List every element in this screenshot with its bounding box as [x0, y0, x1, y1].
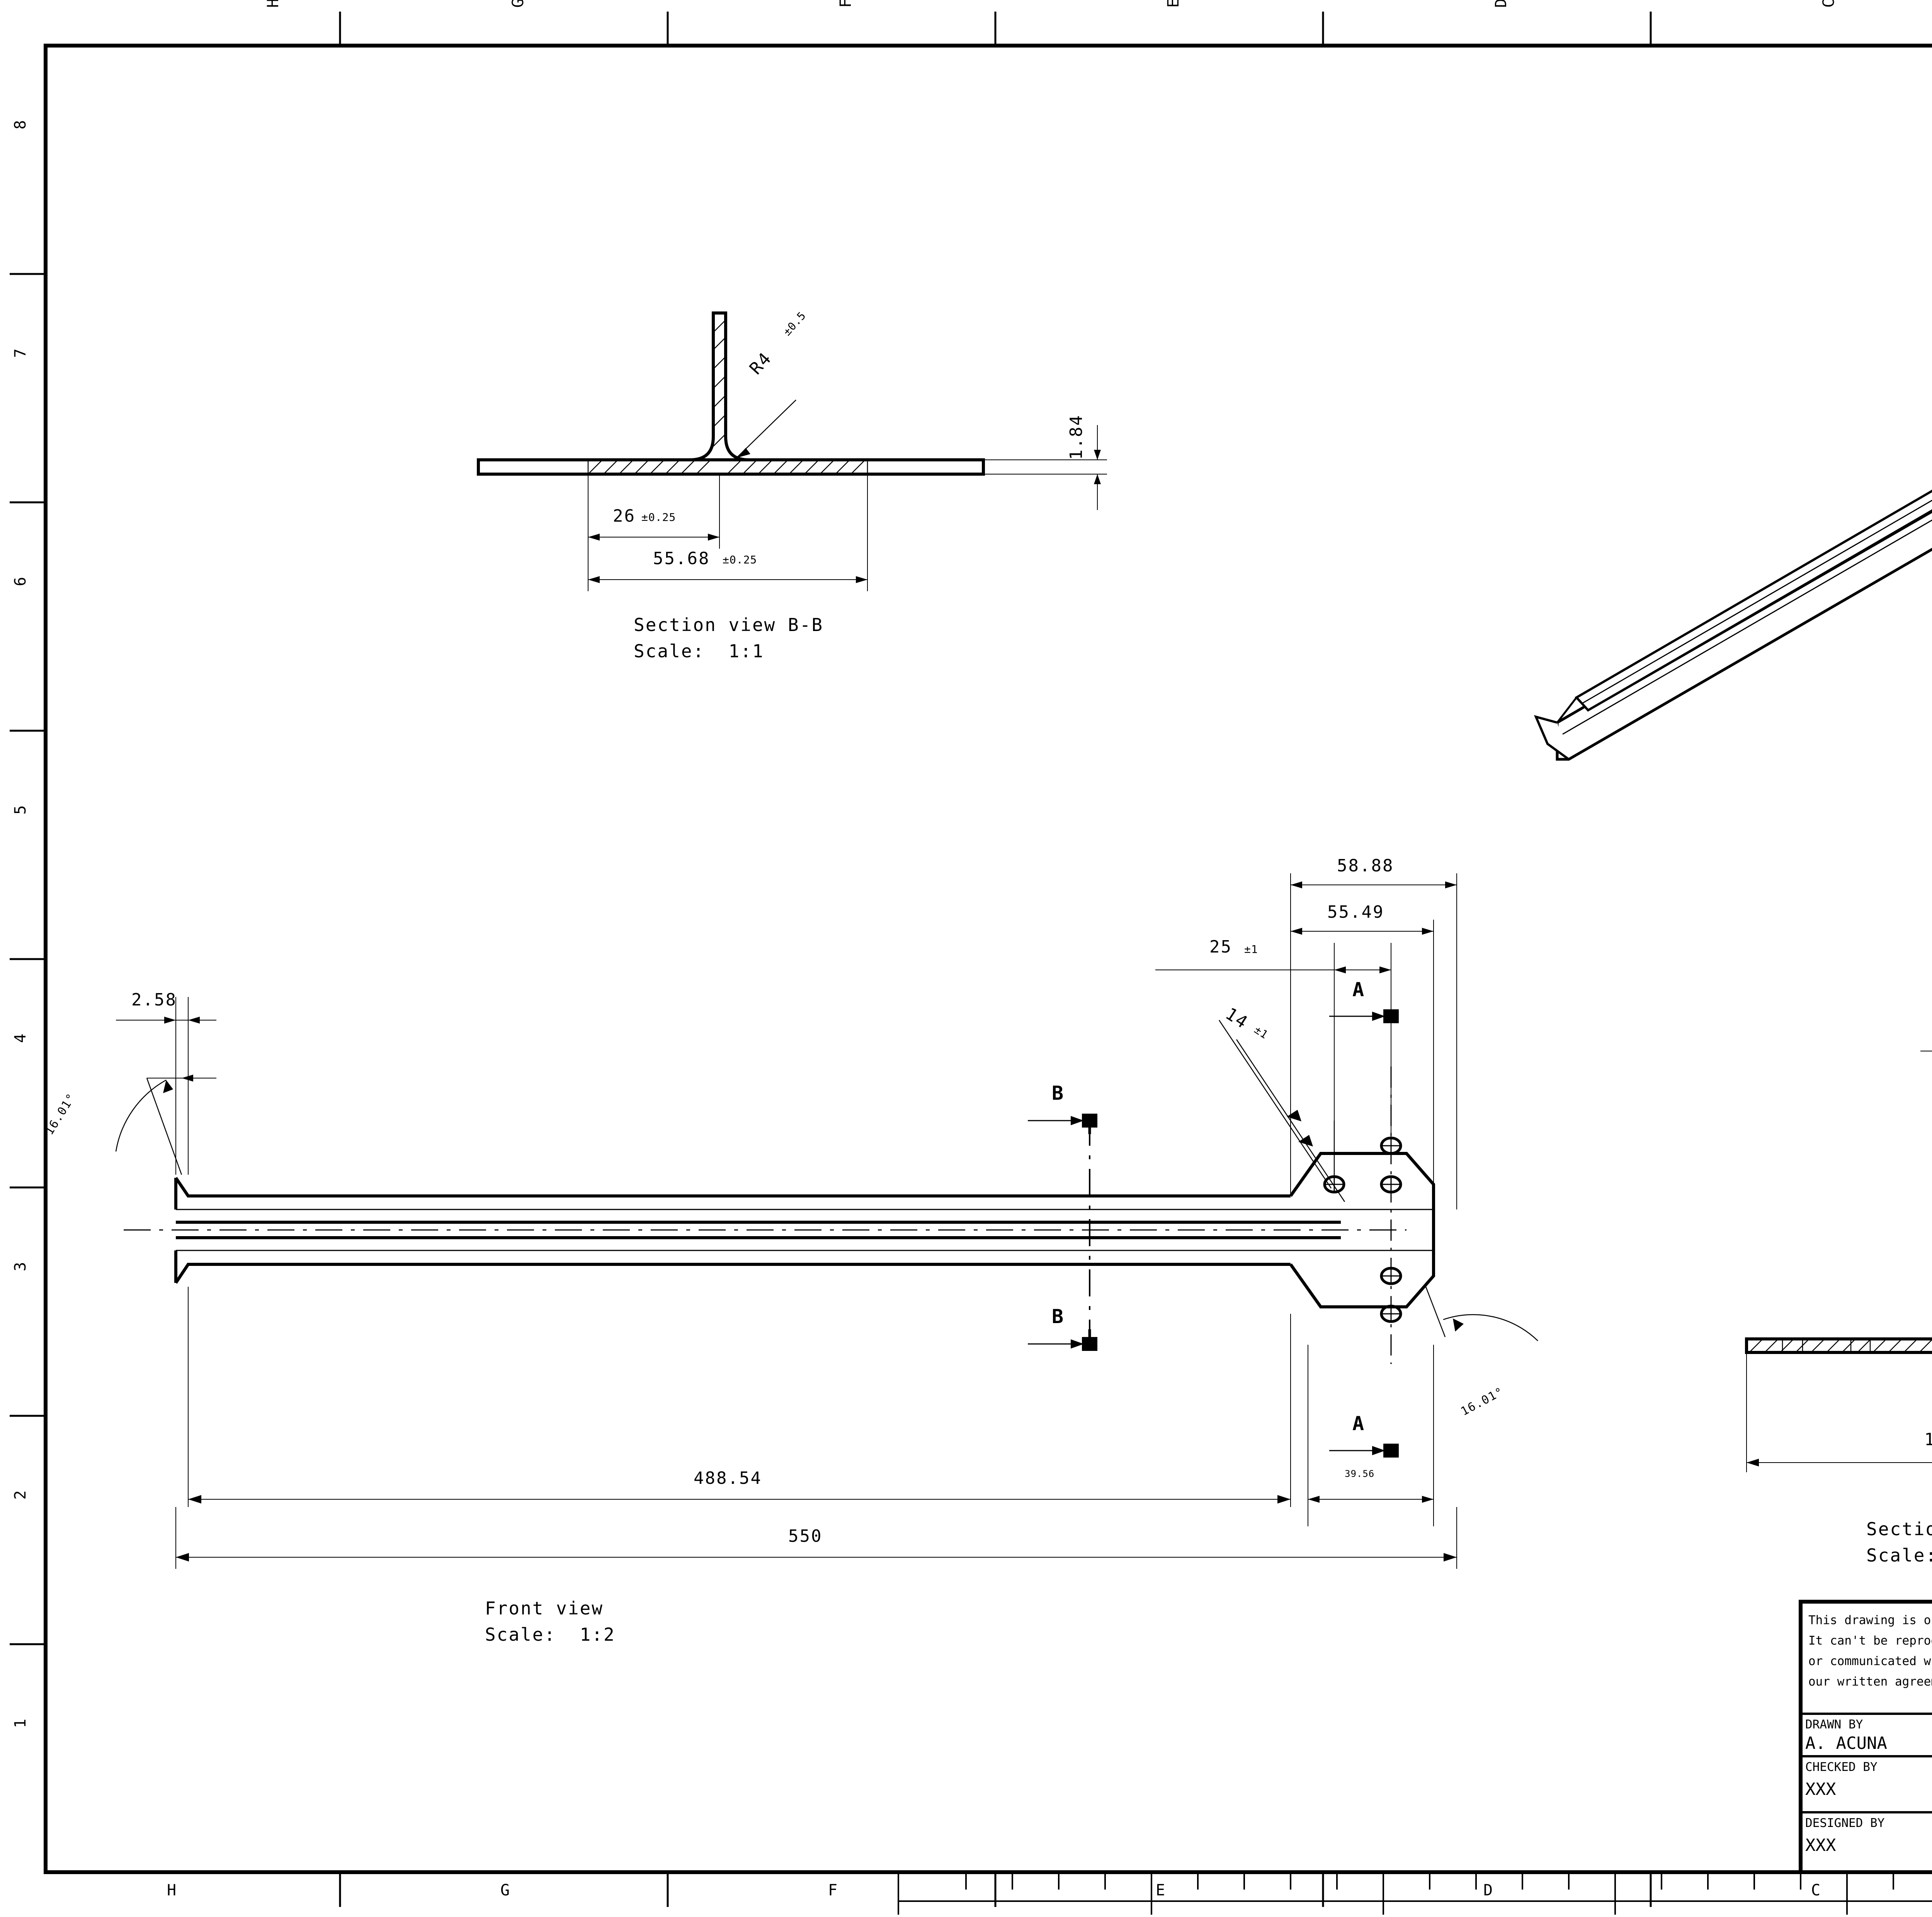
- notice-line-4: our written agreement.: [1808, 1675, 1932, 1689]
- notice-line-2: It can't be reproduced: [1808, 1634, 1932, 1648]
- notice-line-3: or communicated without: [1808, 1654, 1932, 1668]
- zone-label-left-5: 5: [12, 805, 29, 815]
- view-title-section-aa: Section view A-A: [1866, 1519, 1932, 1539]
- zone-label-left-3: 3: [12, 1262, 29, 1271]
- section-bb-geometry: [477, 311, 1107, 591]
- zone-label-bottom-f: F: [828, 1881, 838, 1899]
- view-title-section-bb: Section view B-B: [634, 614, 824, 635]
- zone-label-left-2: 2: [12, 1490, 29, 1500]
- zone-label-bottom-g: G: [500, 1881, 510, 1899]
- checked-by-label: CHECKED BY: [1805, 1760, 1878, 1774]
- dim-width-outer-bb: 55.68: [653, 549, 710, 568]
- checked-by-value: XXX: [1805, 1779, 1836, 1799]
- zone-label-top-c: C: [1820, 0, 1838, 8]
- section-mark-a-bottom: A: [1352, 1412, 1364, 1435]
- zone-label-left-6: 6: [12, 577, 29, 586]
- zone-label-left-7: 7: [12, 348, 29, 358]
- dim-total-length-front: 550: [788, 1526, 823, 1546]
- title-block-grid: [1799, 1600, 1932, 1874]
- notice-line-1: This drawing is our property.: [1808, 1613, 1932, 1627]
- zone-label-left-8: 8: [12, 120, 29, 129]
- dim-left-offset-front: 2.58: [131, 990, 177, 1010]
- zone-label-bottom-h: H: [167, 1881, 177, 1899]
- section-aa-geometry: [1745, 1051, 1932, 1472]
- section-mark-b-bottom: B: [1052, 1305, 1064, 1328]
- dim-width-outer-tol-bb: ±0.25: [723, 553, 757, 566]
- dim-top-third-front: 25: [1209, 937, 1232, 957]
- dim-end-length-front: 39.56: [1345, 1468, 1375, 1479]
- isometric-geometry: [1534, 490, 1932, 761]
- zone-label-top-e: E: [1165, 0, 1182, 8]
- zone-label-top-d: D: [1492, 0, 1510, 8]
- dim-top-total-front: 58.88: [1337, 856, 1394, 876]
- designed-by-label: DESIGNED BY: [1805, 1816, 1885, 1830]
- zone-ticks-top: [339, 12, 1652, 46]
- bottom-ruler-strip: [898, 1871, 1932, 1915]
- zone-label-left-4: 4: [12, 1033, 29, 1043]
- dim-top-third-tol-front: ±1: [1244, 943, 1258, 956]
- zone-label-top-g: G: [509, 0, 527, 8]
- section-mark-a-top: A: [1352, 978, 1364, 1001]
- front-view-geometry: [115, 873, 1538, 1569]
- zone-ticks-left: [10, 273, 46, 1645]
- sheet-inner-border: [44, 44, 1932, 1874]
- designed-by-value: XXX: [1805, 1835, 1836, 1855]
- dim-body-length-front: 488.54: [694, 1468, 762, 1488]
- view-title-front: Front view: [485, 1598, 604, 1619]
- zone-label-top-f: F: [837, 0, 855, 8]
- section-mark-b-top: B: [1052, 1082, 1064, 1104]
- dim-top-second-front: 55.49: [1327, 902, 1384, 922]
- zone-label-top-h: H: [264, 0, 282, 8]
- drawn-by-value: A. ACUNA: [1805, 1733, 1887, 1753]
- zone-label-left-1: 1: [12, 1718, 29, 1728]
- dim-width-inner-bb: 26: [613, 506, 636, 526]
- zone-label-bottom-d: D: [1483, 1881, 1493, 1899]
- zone-label-bottom-e: E: [1156, 1881, 1165, 1899]
- view-scale-front: Scale: 1:2: [485, 1624, 616, 1645]
- dim-thickness-bb: 1.84: [1066, 414, 1086, 460]
- drawn-by-label: DRAWN BY: [1805, 1718, 1863, 1732]
- view-scale-section-aa: Scale: 1:1: [1866, 1545, 1932, 1566]
- zone-label-bottom-c: C: [1811, 1881, 1821, 1899]
- view-scale-section-bb: Scale: 1:1: [634, 641, 764, 662]
- dim-width-inner-tol-bb: ±0.25: [641, 511, 676, 524]
- dim-overall-width-aa: 111.2: [1924, 1430, 1932, 1449]
